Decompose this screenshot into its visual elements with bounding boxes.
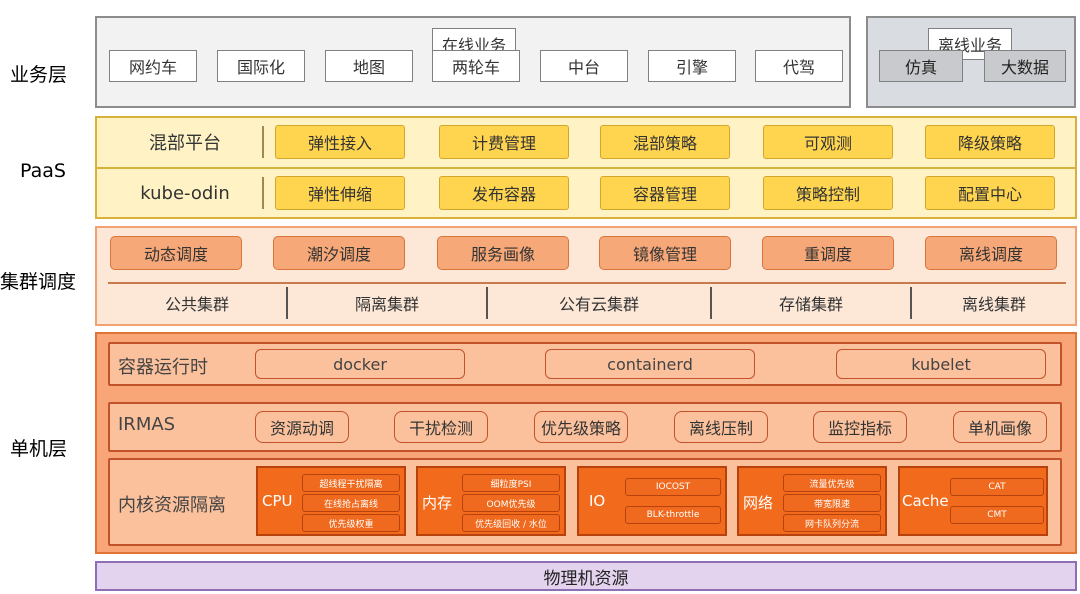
layer-label-paas: PaaS xyxy=(20,160,66,182)
paas-row-separator xyxy=(262,126,264,158)
offline-item: 大数据 xyxy=(984,50,1066,82)
scheduling-item: 潮汐调度 xyxy=(273,236,405,270)
paas-item: 弹性接入 xyxy=(275,125,405,159)
irmas-item: 资源动调 xyxy=(255,411,349,443)
kernel-group-cache: Cache CAT CMT xyxy=(898,466,1048,536)
paas-row-label: 混部平台 xyxy=(149,133,221,154)
scheduling-item: 离线调度 xyxy=(925,236,1057,270)
paas-row-separator xyxy=(262,177,264,209)
paas-item: 计费管理 xyxy=(439,125,569,159)
cluster-name: 公共集群 xyxy=(164,295,229,314)
paas-item: 混部策略 xyxy=(600,125,730,159)
online-item: 引擎 xyxy=(648,50,736,82)
kernel-sub-item: OOM优先级 xyxy=(462,494,560,512)
cluster-panel xyxy=(95,226,1077,326)
kernel-group-io: IO IOCOST BLK-throttle xyxy=(577,466,727,536)
irmas-label: IRMAS xyxy=(118,414,176,435)
kernel-sub-item: CMT xyxy=(950,506,1044,524)
paas-row-label: kube-odin xyxy=(140,182,230,204)
kernel-sub-item: CAT xyxy=(950,478,1044,496)
paas-item: 可观测 xyxy=(763,125,893,159)
layer-label-cluster: 集群调度 xyxy=(0,271,77,293)
cluster-separator xyxy=(286,287,288,319)
runtime-item: docker xyxy=(255,349,465,379)
kernel-sub-item: 带宽限速 xyxy=(783,494,881,512)
irmas-item: 单机画像 xyxy=(953,411,1047,443)
kernel-group-network: 网络 流量优先级 带宽限速 网卡队列分流 xyxy=(737,466,887,536)
scheduling-item: 服务画像 xyxy=(437,236,569,270)
kernel-sub-item: BLK-throttle xyxy=(625,506,721,524)
kernel-group-name: IO xyxy=(589,492,606,510)
cluster-name: 存储集群 xyxy=(778,295,843,314)
cluster-separator xyxy=(486,287,488,319)
cluster-separator xyxy=(710,287,712,319)
kernel-group-memory: 内存 细粒度PSI OOM优先级 优先级回收 / 水位 xyxy=(416,466,566,536)
offline-item: 仿真 xyxy=(879,50,963,82)
kernel-group-name: Cache xyxy=(902,492,949,510)
physical-resources-bar: 物理机资源 xyxy=(95,561,1077,591)
cluster-name: 公有云集群 xyxy=(558,295,639,314)
cluster-name: 隔离集群 xyxy=(354,295,419,314)
scheduling-item: 动态调度 xyxy=(110,236,242,270)
layer-label-machine: 单机层 xyxy=(10,438,68,460)
irmas-item: 优先级策略 xyxy=(534,411,628,443)
kernel-group-name: 网络 xyxy=(743,494,774,512)
online-item: 两轮车 xyxy=(432,50,520,82)
paas-item: 发布容器 xyxy=(439,176,569,210)
runtime-item: containerd xyxy=(545,349,755,379)
kernel-sub-item: 流量优先级 xyxy=(783,474,881,492)
paas-divider xyxy=(97,167,1075,169)
irmas-item: 干扰检测 xyxy=(394,411,488,443)
kernel-sub-item: 在线抢占离线 xyxy=(302,494,400,512)
paas-item: 配置中心 xyxy=(925,176,1055,210)
kernel-sub-item: IOCOST xyxy=(625,478,721,496)
runtime-item: kubelet xyxy=(836,349,1046,379)
cluster-separator xyxy=(910,287,912,319)
runtime-label: 容器运行时 xyxy=(118,357,208,378)
irmas-item: 监控指标 xyxy=(813,411,907,443)
kernel-sub-item: 细粒度PSI xyxy=(462,474,560,492)
online-item: 国际化 xyxy=(217,50,305,82)
scheduling-item: 镜像管理 xyxy=(599,236,731,270)
kernel-sub-item: 超线程干扰隔离 xyxy=(302,474,400,492)
online-item: 中台 xyxy=(540,50,628,82)
kernel-sub-item: 优先级回收 / 水位 xyxy=(462,514,560,532)
layer-label-business: 业务层 xyxy=(10,64,68,86)
online-item: 代驾 xyxy=(755,50,843,82)
online-item: 地图 xyxy=(325,50,413,82)
kernel-sub-item: 优先级权重 xyxy=(302,514,400,532)
cluster-name: 离线集群 xyxy=(961,295,1026,314)
paas-item: 弹性伸缩 xyxy=(275,176,405,210)
kernel-sub-item: 网卡队列分流 xyxy=(783,514,881,532)
kernel-label: 内核资源隔离 xyxy=(118,495,226,516)
irmas-item: 离线压制 xyxy=(674,411,768,443)
paas-item: 策略控制 xyxy=(763,176,893,210)
paas-item: 容器管理 xyxy=(600,176,730,210)
online-item: 网约车 xyxy=(109,50,197,82)
kernel-group-name: CPU xyxy=(262,492,293,510)
cluster-divider xyxy=(108,282,1066,284)
scheduling-item: 重调度 xyxy=(762,236,894,270)
kernel-group-cpu: CPU 超线程干扰隔离 在线抢占离线 优先级权重 xyxy=(256,466,406,536)
paas-item: 降级策略 xyxy=(925,125,1055,159)
kernel-group-name: 内存 xyxy=(422,494,453,512)
